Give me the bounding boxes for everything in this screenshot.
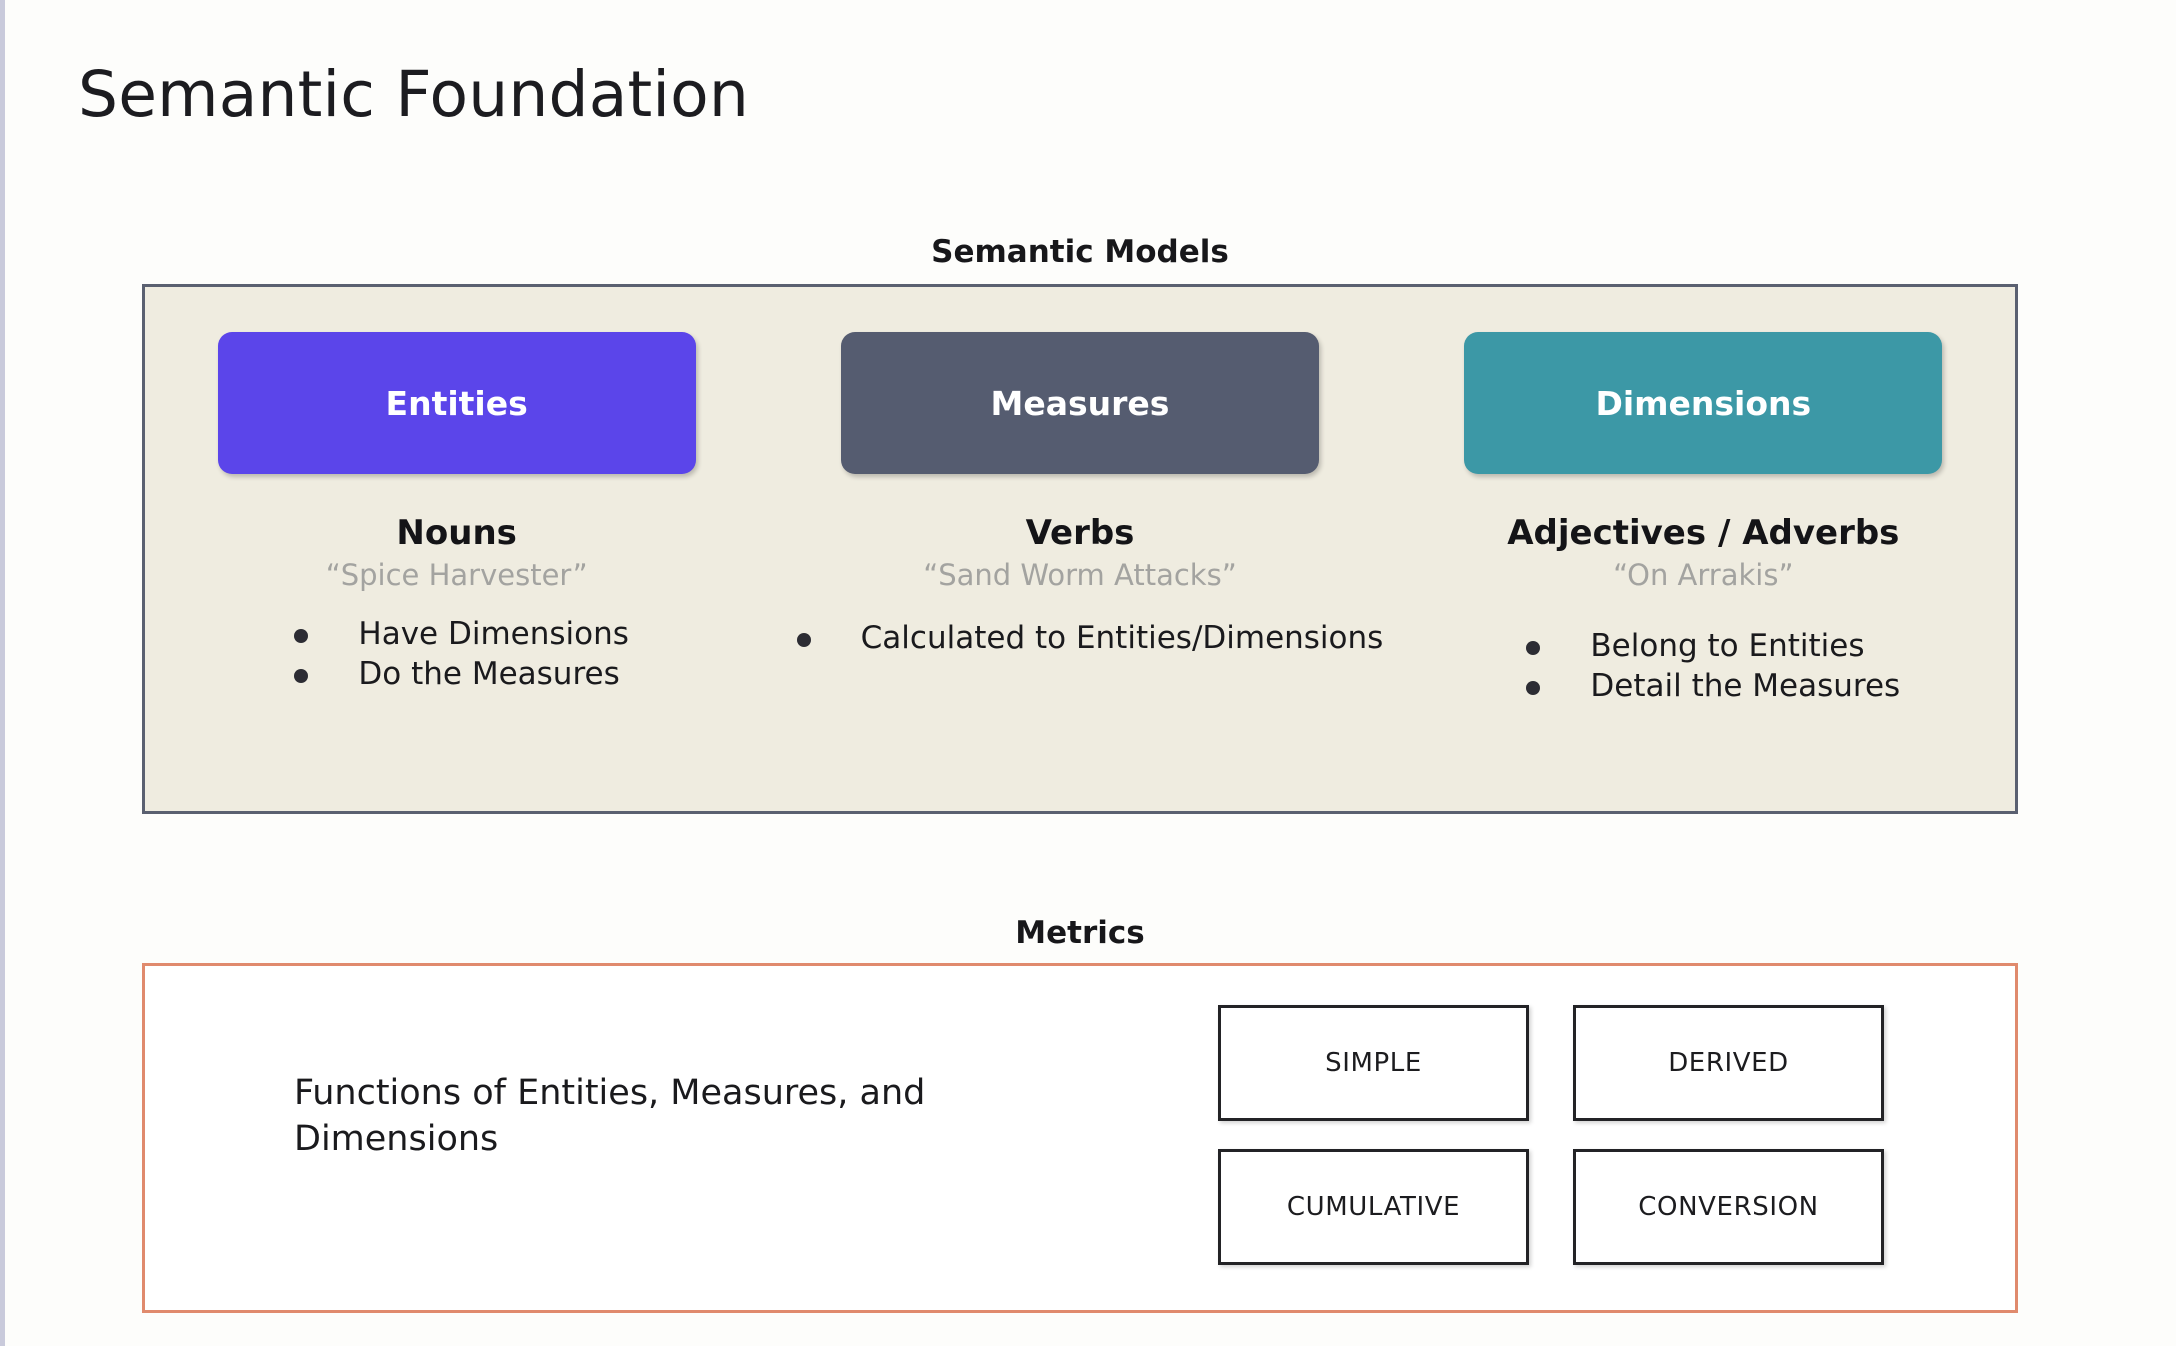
semantic-models-panel: Entities Nouns “Spice Harvester” Have Di… xyxy=(142,284,2018,814)
entities-part-of-speech: Nouns xyxy=(396,513,517,553)
metrics-panel: Functions of Entities, Measures, and Dim… xyxy=(142,963,2018,1313)
entities-bullet-list: Have Dimensions Do the Measures xyxy=(294,616,629,696)
metric-type-simple[interactable]: SIMPLE xyxy=(1218,1005,1529,1121)
metric-type-derived[interactable]: DERIVED xyxy=(1573,1005,1884,1121)
bullet-dot-icon xyxy=(1526,640,1541,655)
metrics-heading: Metrics xyxy=(1015,915,1145,951)
bullet-text: Calculated to Entities/Dimensions xyxy=(860,619,1384,656)
bullet-text: Do the Measures xyxy=(358,655,620,692)
semantic-models-heading: Semantic Models xyxy=(931,234,1229,270)
measures-example: “Sand Worm Attacks” xyxy=(923,557,1237,592)
bullet-dot-icon xyxy=(1526,680,1541,695)
metrics-type-grid: SIMPLE DERIVED CUMULATIVE CONVERSION xyxy=(1218,1005,1884,1265)
dimensions-pill[interactable]: Dimensions xyxy=(1464,332,1943,474)
bullet-text: Belong to Entities xyxy=(1590,627,1865,664)
semantic-column-entities: Entities Nouns “Spice Harvester” Have Di… xyxy=(145,287,768,811)
measures-pill[interactable]: Measures xyxy=(840,332,1319,474)
metric-type-conversion[interactable]: CONVERSION xyxy=(1573,1149,1884,1265)
entities-example: “Spice Harvester” xyxy=(325,557,588,592)
list-item: Do the Measures xyxy=(294,656,629,694)
semantic-column-dimensions: Dimensions Adjectives / Adverbs “On Arra… xyxy=(1392,287,2015,811)
measures-part-of-speech: Verbs xyxy=(1025,513,1135,553)
page-title: Semantic Foundation xyxy=(78,58,749,131)
metric-type-cumulative[interactable]: CUMULATIVE xyxy=(1218,1149,1529,1265)
semantic-column-measures: Measures Verbs “Sand Worm Attacks” Calcu… xyxy=(768,287,1391,811)
dimensions-bullet-list: Belong to Entities Detail the Measures xyxy=(1526,628,1900,708)
metrics-description: Functions of Entities, Measures, and Dim… xyxy=(294,1073,926,1160)
bullet-dot-icon xyxy=(294,628,309,643)
list-item: Calculated to Entities/Dimensions xyxy=(796,619,1384,658)
entities-pill[interactable]: Entities xyxy=(217,332,696,474)
measures-bullet-list: Calculated to Entities/Dimensions xyxy=(796,619,1384,660)
bullet-text: Detail the Measures xyxy=(1590,667,1901,704)
dimensions-part-of-speech: Adjectives / Adverbs xyxy=(1507,513,1900,553)
bullet-text: Have Dimensions xyxy=(358,615,629,652)
bullet-dot-icon xyxy=(796,632,811,647)
left-edge-strip xyxy=(0,0,5,1346)
list-item: Have Dimensions xyxy=(294,616,629,654)
list-item: Belong to Entities xyxy=(1526,628,1900,666)
bullet-dot-icon xyxy=(294,668,309,683)
dimensions-example: “On Arrakis” xyxy=(1613,557,1794,592)
list-item: Detail the Measures xyxy=(1526,668,1900,706)
semantic-models-columns: Entities Nouns “Spice Harvester” Have Di… xyxy=(145,287,2015,811)
